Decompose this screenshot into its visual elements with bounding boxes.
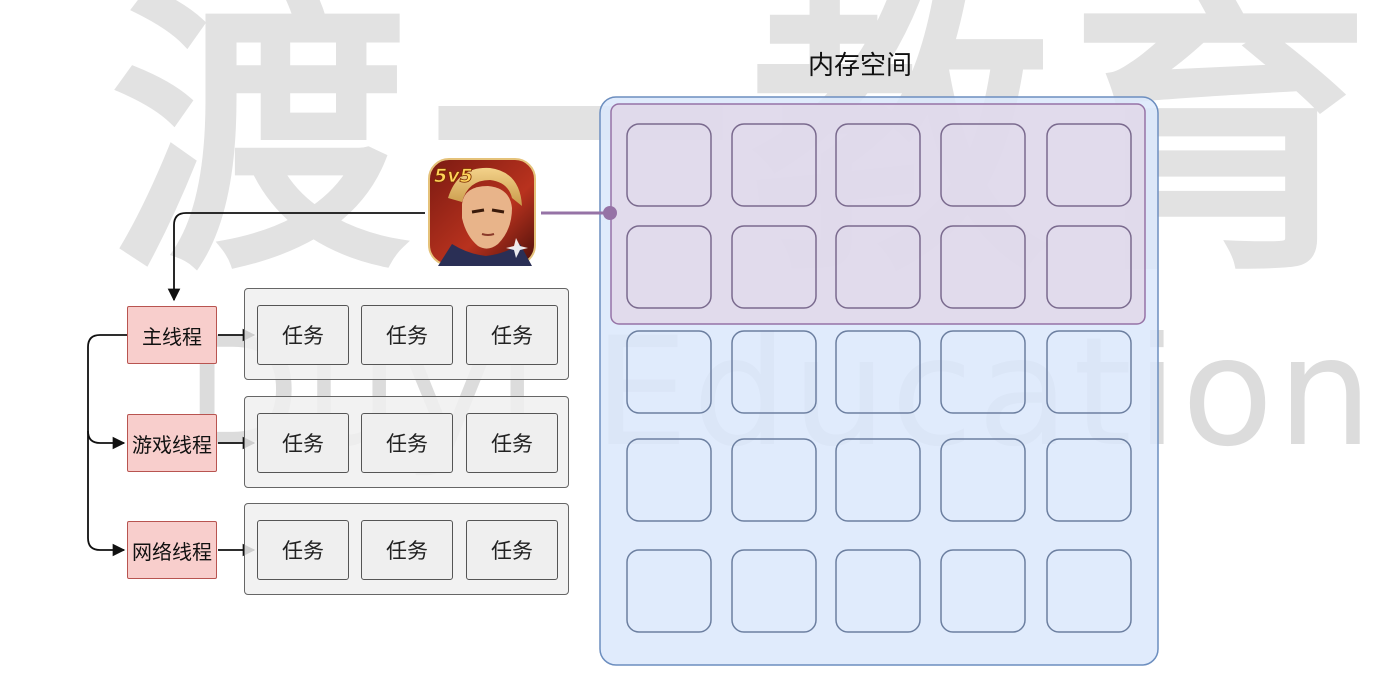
allocated-memory-region: [610, 103, 1146, 325]
app-to-main-thread-arrow: [167, 212, 425, 302]
allocated-memory-cell: [940, 225, 1026, 309]
allocated-memory-cell: [835, 225, 921, 309]
allocated-memory-cell: [940, 123, 1026, 207]
game-thread-label: 游戏线程: [132, 432, 212, 457]
allocated-memory-cell: [1046, 225, 1132, 309]
task-label: 任务: [386, 432, 428, 456]
network-thread-task-queue: 任务 任务 任务: [244, 503, 569, 595]
task-item[interactable]: 任务: [361, 413, 453, 473]
memory-cell: [626, 330, 712, 414]
task-item[interactable]: 任务: [257, 520, 349, 580]
allocated-memory-cell: [626, 225, 712, 309]
task-item[interactable]: 任务: [361, 305, 453, 365]
game-badge-text: 5v5: [434, 165, 473, 187]
game-thread-task-queue: 任务 任务 任务: [244, 396, 569, 488]
memory-cell: [626, 549, 712, 633]
task-item[interactable]: 任务: [257, 305, 349, 365]
task-label: 任务: [282, 432, 324, 456]
memory-cell: [835, 549, 921, 633]
memory-cell: [731, 330, 817, 414]
task-label: 任务: [386, 324, 428, 348]
memory-space-title: 内存空间: [807, 51, 912, 81]
network-thread-box[interactable]: 网络线程: [127, 521, 217, 579]
task-item[interactable]: 任务: [466, 520, 558, 580]
memory-cell: [731, 549, 817, 633]
memory-cell: [626, 438, 712, 522]
task-item[interactable]: 任务: [466, 305, 558, 365]
memory-cell: [1046, 438, 1132, 522]
allocated-memory-cell: [1046, 123, 1132, 207]
allocated-memory-cell: [835, 123, 921, 207]
main-thread-task-queue: 任务 任务 任务: [244, 288, 569, 380]
task-label: 任务: [491, 324, 533, 348]
memory-cell: [1046, 330, 1132, 414]
allocated-memory-cell: [626, 123, 712, 207]
allocated-memory-cells: [626, 123, 1132, 309]
memory-cell: [940, 549, 1026, 633]
memory-cell: [940, 330, 1026, 414]
game-app-icon[interactable]: 5v5: [428, 158, 536, 266]
memory-cell: [835, 438, 921, 522]
main-thread-box[interactable]: 主线程: [127, 306, 217, 364]
game-thread-box[interactable]: 游戏线程: [127, 414, 217, 472]
main-to-game-thread-arrow: [87, 334, 127, 450]
main-thread-label: 主线程: [142, 324, 202, 349]
task-label: 任务: [491, 432, 533, 456]
main-to-network-thread-arrow: [87, 431, 126, 557]
network-thread-label: 网络线程: [132, 539, 212, 564]
task-item[interactable]: 任务: [257, 413, 349, 473]
allocated-memory-cell: [731, 225, 817, 309]
task-item[interactable]: 任务: [361, 520, 453, 580]
app-memory-connector-dot: [603, 206, 617, 220]
memory-cell: [835, 330, 921, 414]
memory-cell: [940, 438, 1026, 522]
task-label: 任务: [282, 539, 324, 563]
memory-cell: [1046, 549, 1132, 633]
memory-cells: [626, 330, 1132, 633]
task-label: 任务: [282, 324, 324, 348]
allocated-memory-cell: [731, 123, 817, 207]
task-item[interactable]: 任务: [466, 413, 558, 473]
task-label: 任务: [386, 539, 428, 563]
task-label: 任务: [491, 539, 533, 563]
memory-cell: [731, 438, 817, 522]
